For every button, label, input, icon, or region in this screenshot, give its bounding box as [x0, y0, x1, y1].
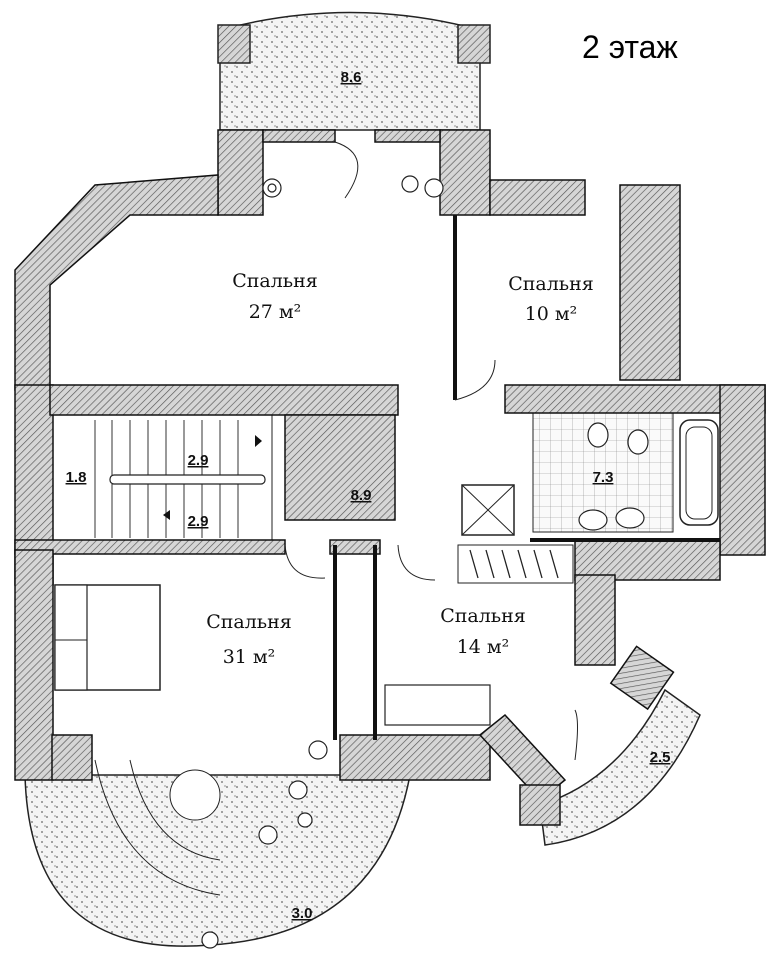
- svg-text:27 м²: 27 м²: [249, 301, 302, 323]
- stair-room: [51, 414, 273, 544]
- desk: [384, 684, 491, 726]
- area-label-stairs-lower: 2.9: [188, 513, 209, 530]
- elevator-shaft: [461, 484, 515, 536]
- svg-text:Спальня: Спальня: [508, 273, 594, 295]
- area-label-hall: 8.9: [351, 487, 372, 504]
- room-label-bedroom-14: Спальня 14 м²: [440, 605, 526, 658]
- area-label-bathroom: 7.3: [593, 469, 614, 486]
- partitions: [333, 215, 720, 740]
- area-label-balcony-top: 8.6: [341, 69, 362, 86]
- area-label-balcony-right: 2.5: [650, 749, 671, 766]
- area-label-balcony-bottom: 3.0: [292, 905, 313, 922]
- plant-icon: [201, 175, 444, 949]
- svg-text:31 м²: 31 м²: [223, 646, 276, 668]
- wardrobe: [457, 544, 574, 584]
- svg-text:10 м²: 10 м²: [525, 303, 578, 325]
- area-label-stair-landing: 1.8: [66, 469, 87, 486]
- balcony-top: [217, 11, 491, 131]
- bathroom: [532, 409, 719, 533]
- svg-text:Спальня: Спальня: [440, 605, 526, 627]
- area-label-stairs-upper: 2.9: [188, 452, 209, 469]
- room-label-bedroom-10: Спальня 10 м²: [508, 273, 594, 325]
- balcony-right: [539, 688, 701, 846]
- room-label-bedroom-31: Спальня 31 м²: [206, 611, 292, 668]
- spiral-stair: [94, 759, 221, 896]
- svg-text:Спальня: Спальня: [206, 611, 292, 633]
- svg-text:14 м²: 14 м²: [457, 636, 510, 658]
- svg-text:Спальня: Спальня: [232, 270, 318, 292]
- bed: [54, 584, 161, 691]
- floor-title: 2 этаж: [582, 29, 678, 65]
- walls: [14, 129, 766, 826]
- room-label-bedroom-27: Спальня 27 м²: [232, 270, 318, 323]
- door-swings: [284, 141, 578, 761]
